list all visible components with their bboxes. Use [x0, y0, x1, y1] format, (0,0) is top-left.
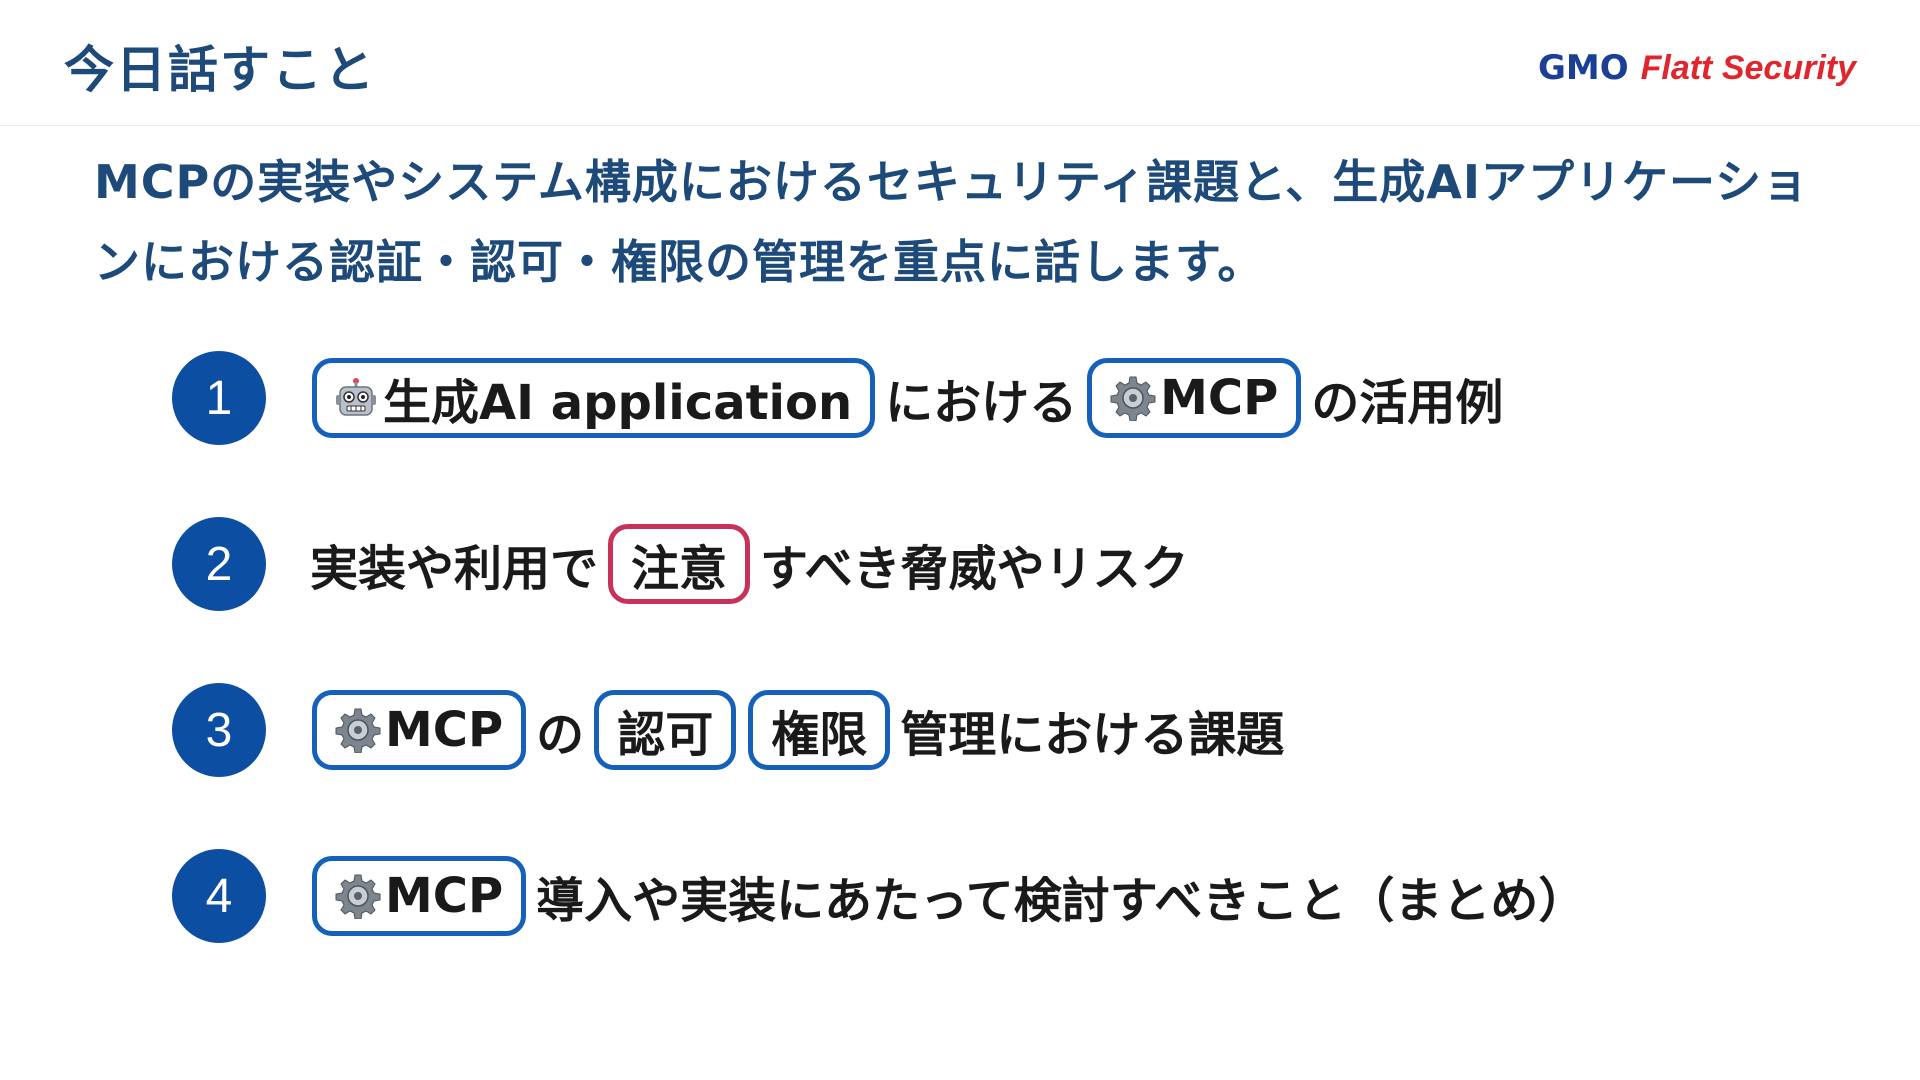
pill-text: MCP [385, 868, 504, 924]
connector-text: における [885, 375, 1078, 431]
agenda-line: MCP の 認可 権限 管理における課題 [306, 690, 1288, 770]
pill-caution: 注意 [608, 524, 751, 604]
pill-text: 認可 [617, 707, 714, 763]
head-text: 実装や利用で [310, 541, 599, 597]
pill-mcp: MCP [1087, 358, 1302, 438]
logo-gmo-text: GMO [1537, 48, 1629, 88]
pill-mcp: MCP [312, 856, 527, 936]
pill-permission: 権限 [748, 690, 891, 770]
agenda-line: MCP 導入や実装にあたって検討すべきこと（まとめ） [306, 856, 1590, 936]
agenda-line: 実装や利用で 注意 すべき脅威やリスク [306, 524, 1193, 604]
agenda-item-3: 3 MCP の 認可 権限 管理における課題 [172, 682, 1772, 778]
tail-text: すべき脅威やリスク [760, 541, 1189, 597]
agenda-number-badge: 3 [172, 683, 266, 777]
slide-header: 今日話すこと GMO Flatt Security [0, 0, 1920, 126]
agenda-item-1: 1 生成AI application [172, 350, 1772, 446]
agenda-list: 1 生成AI application [172, 350, 1772, 1014]
lead-text: MCPの実装やシステム構成におけるセキュリティ課題と、生成AIアプリケーションに… [94, 155, 1810, 289]
company-logo: GMO Flatt Security [1538, 44, 1856, 88]
page-title: 今日話すこと [64, 41, 376, 99]
pill-text: 注意 [631, 541, 728, 597]
logo-flatt-text: Flatt Security [1640, 49, 1856, 87]
gear-icon [335, 708, 381, 753]
robot-icon [336, 378, 376, 416]
pill-authorization: 認可 [594, 690, 737, 770]
pill-text: 生成AI application [383, 375, 853, 431]
tail-text: の活用例 [1311, 375, 1504, 431]
tail-text: 導入や実装にあたって検討すべきこと（まとめ） [536, 873, 1587, 929]
tail-text: 管理における課題 [900, 707, 1285, 763]
agenda-number-badge: 1 [172, 351, 266, 445]
gear-icon [1110, 376, 1156, 421]
agenda-number-badge: 4 [172, 849, 266, 943]
pill-text: MCP [385, 702, 504, 758]
pill-generative-ai: 生成AI application [312, 358, 876, 438]
pill-text: 権限 [771, 707, 868, 763]
agenda-line: 生成AI application における MCP の活用例 [306, 358, 1507, 438]
gear-icon [335, 874, 381, 919]
connector-text: の [536, 707, 585, 763]
agenda-number-badge: 2 [172, 517, 266, 611]
agenda-item-4: 4 MCP 導入や実装にあたって検討すべきこと（まとめ） [172, 848, 1772, 944]
pill-text: MCP [1160, 370, 1279, 426]
pill-mcp: MCP [312, 690, 527, 770]
agenda-item-2: 2 実装や利用で 注意 すべき脅威やリスク [172, 516, 1772, 612]
